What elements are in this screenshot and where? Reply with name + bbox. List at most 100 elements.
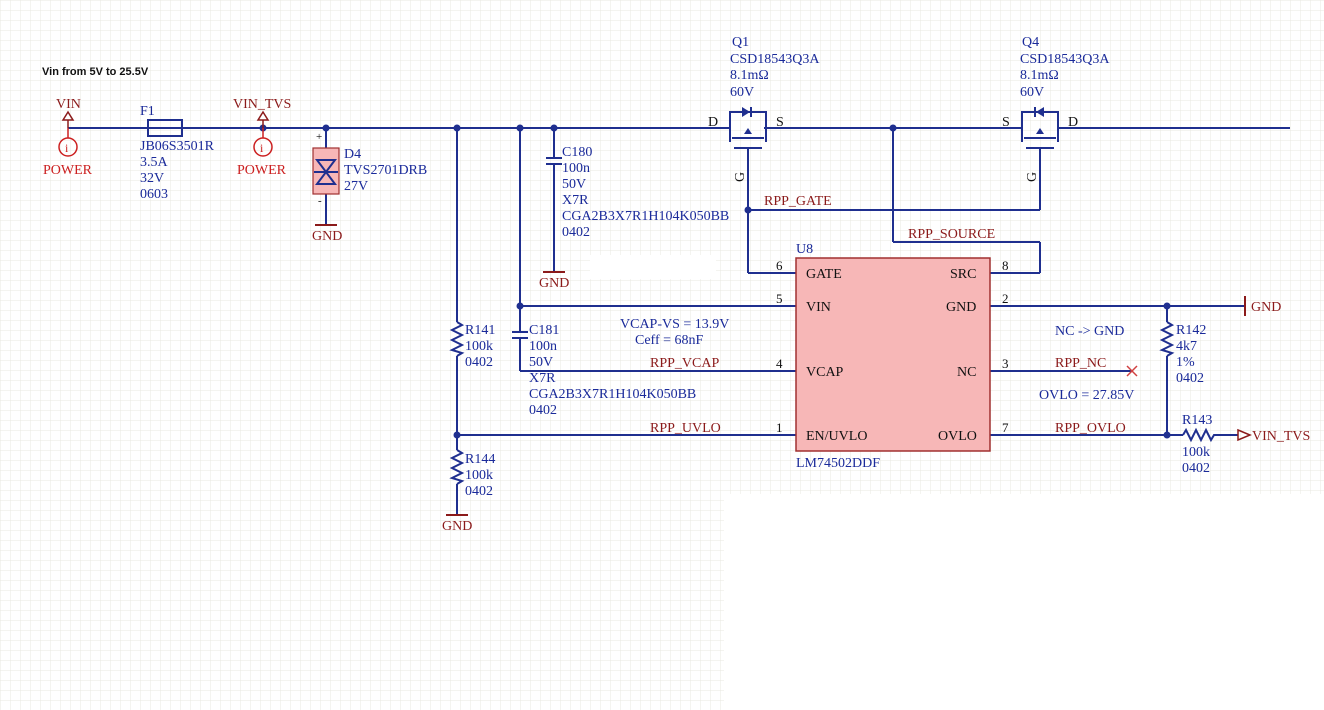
no-connect-icon (1126, 365, 1138, 377)
u8-pin-num: 6 (776, 258, 783, 273)
r141-size: 0402 (465, 355, 493, 370)
u8-pin-name: OVLO (938, 429, 977, 444)
q4-rds: 8.1mΩ (1020, 68, 1059, 83)
u8-pin-num: 5 (776, 291, 783, 306)
q4-ref: Q4 (1022, 35, 1039, 50)
c181-part: CGA2B3X7R1H104K050BB (529, 387, 696, 402)
vin-port-label: VIN (56, 97, 81, 112)
resistor-r142[interactable]: R142 4k7 1% 0402 (1159, 321, 1206, 386)
mosfet-q1[interactable]: Q1 CSD18543Q3A 8.1mΩ 60V D S G (708, 35, 820, 182)
u8-pin-name: SRC (950, 267, 976, 282)
annotation-vcap-vs: VCAP-VS = 13.9V (620, 317, 729, 332)
gnd-label: GND (312, 229, 342, 244)
d4-part: TVS2701DRB (344, 163, 427, 178)
fuse-f1[interactable]: F1 JB06S3501R 3.5A 32V 0603 (140, 104, 215, 202)
q4-gate-label: G (1025, 172, 1040, 182)
gnd-label: GND (442, 519, 472, 534)
u8-pin-num: 7 (1002, 420, 1009, 435)
f1-voltage: 32V (140, 171, 164, 186)
u8-pin-name: NC (957, 365, 976, 380)
net-rpp-ovlo: RPP_OVLO (1055, 421, 1126, 436)
c180-ref: C180 (562, 145, 592, 160)
junctions (259, 124, 1171, 439)
vin-port-type: POWER (43, 163, 93, 178)
input-range-note: Vin from 5V to 25.5V (42, 66, 149, 78)
c180-voltage: 50V (562, 177, 586, 192)
q1-drain-label: D (708, 115, 718, 130)
d4-plus: + (316, 131, 322, 143)
vin-tvs-output-port[interactable]: VIN_TVS (1237, 428, 1310, 444)
f1-part: JB06S3501R (140, 139, 215, 154)
vin-tvs-power-port[interactable]: VIN_TVS i POWER (233, 97, 291, 178)
net-rpp-nc: RPP_NC (1055, 356, 1106, 371)
u8-pin-name: VCAP (806, 365, 844, 380)
q1-ref: Q1 (732, 35, 749, 50)
q4-drain-label: D (1068, 115, 1078, 130)
resistor-r144[interactable]: R144 100k 0402 (449, 449, 495, 499)
r142-ref: R142 (1176, 323, 1206, 338)
capacitor-c181[interactable]: C181 100n 50V X7R CGA2B3X7R1H104K050BB 0… (512, 323, 696, 418)
r141-value: 100k (465, 339, 493, 354)
r143-ref: R143 (1182, 413, 1212, 428)
u8-pin-name: EN/UVLO (806, 429, 867, 444)
vin-tvs-port-label: VIN_TVS (233, 97, 291, 112)
q4-voltage: 60V (1020, 85, 1044, 100)
u8-ref: U8 (796, 242, 813, 257)
f1-size: 0603 (140, 187, 168, 202)
c181-size: 0402 (529, 403, 557, 418)
net-rpp-vcap: RPP_VCAP (650, 356, 719, 371)
annotation-ovlo: OVLO = 27.85V (1039, 388, 1134, 403)
q1-voltage: 60V (730, 85, 754, 100)
vin-tvs-port-type: POWER (237, 163, 287, 178)
c180-value: 100n (562, 161, 590, 176)
q1-gate-label: G (733, 172, 748, 182)
resistor-r143[interactable]: R143 100k 0402 (1182, 413, 1217, 476)
r144-ref: R144 (465, 452, 495, 467)
wires (68, 127, 1290, 515)
tvs-diode-d4[interactable]: + - D4 TVS2701DRB 27V (312, 131, 427, 207)
c180-size: 0402 (562, 225, 590, 240)
r143-size: 0402 (1182, 461, 1210, 476)
q1-rds: 8.1mΩ (730, 68, 769, 83)
r144-size: 0402 (465, 484, 493, 499)
annotation-nc-gnd: NC -> GND (1055, 324, 1124, 339)
c181-voltage: 50V (529, 355, 553, 370)
q4-part: CSD18543Q3A (1020, 52, 1110, 67)
ic-u8[interactable]: U8 LM74502DDF 6 GATE 5 VIN 4 VCAP 1 EN/U… (776, 242, 1009, 471)
c180-dielectric: X7R (562, 193, 589, 208)
q1-source-label: S (776, 115, 784, 130)
f1-current: 3.5A (140, 155, 169, 170)
q1-part: CSD18543Q3A (730, 52, 820, 67)
resistor-r141[interactable]: R141 100k 0402 (449, 321, 495, 370)
u8-pin-num: 2 (1002, 291, 1009, 306)
c181-dielectric: X7R (529, 371, 556, 386)
u8-part: LM74502DDF (796, 456, 880, 471)
net-rpp-source: RPP_SOURCE (908, 227, 995, 242)
r142-size: 0402 (1176, 371, 1204, 386)
capacitor-c180[interactable]: C180 100n 50V X7R CGA2B3X7R1H104K050BB 0… (546, 145, 729, 240)
c180-part: CGA2B3X7R1H104K050BB (562, 209, 729, 224)
net-rpp-gate: RPP_GATE (764, 194, 832, 209)
f1-ref: F1 (140, 104, 155, 119)
u8-pin-num: 3 (1002, 356, 1009, 371)
u8-pin-name: GATE (806, 267, 842, 282)
u8-pin-num: 1 (776, 420, 783, 435)
u8-pin-num: 4 (776, 356, 783, 371)
gnd-label: GND (1251, 300, 1281, 315)
gnd-label: GND (539, 276, 569, 291)
r144-value: 100k (465, 468, 493, 483)
d4-minus: - (318, 195, 322, 207)
svg-text:i: i (260, 141, 264, 155)
vin-power-port[interactable]: VIN i POWER (43, 97, 93, 178)
gnd-symbol: GND (312, 224, 342, 244)
net-rpp-uvlo: RPP_UVLO (650, 421, 721, 436)
mosfet-q4[interactable]: Q4 CSD18543Q3A 8.1mΩ 60V S D G (1002, 35, 1110, 182)
gnd-symbol: GND (539, 271, 569, 291)
vin-tvs-out-label: VIN_TVS (1252, 429, 1310, 444)
r141-ref: R141 (465, 323, 495, 338)
d4-ref: D4 (344, 147, 361, 162)
c181-ref: C181 (529, 323, 559, 338)
r143-value: 100k (1182, 445, 1210, 460)
